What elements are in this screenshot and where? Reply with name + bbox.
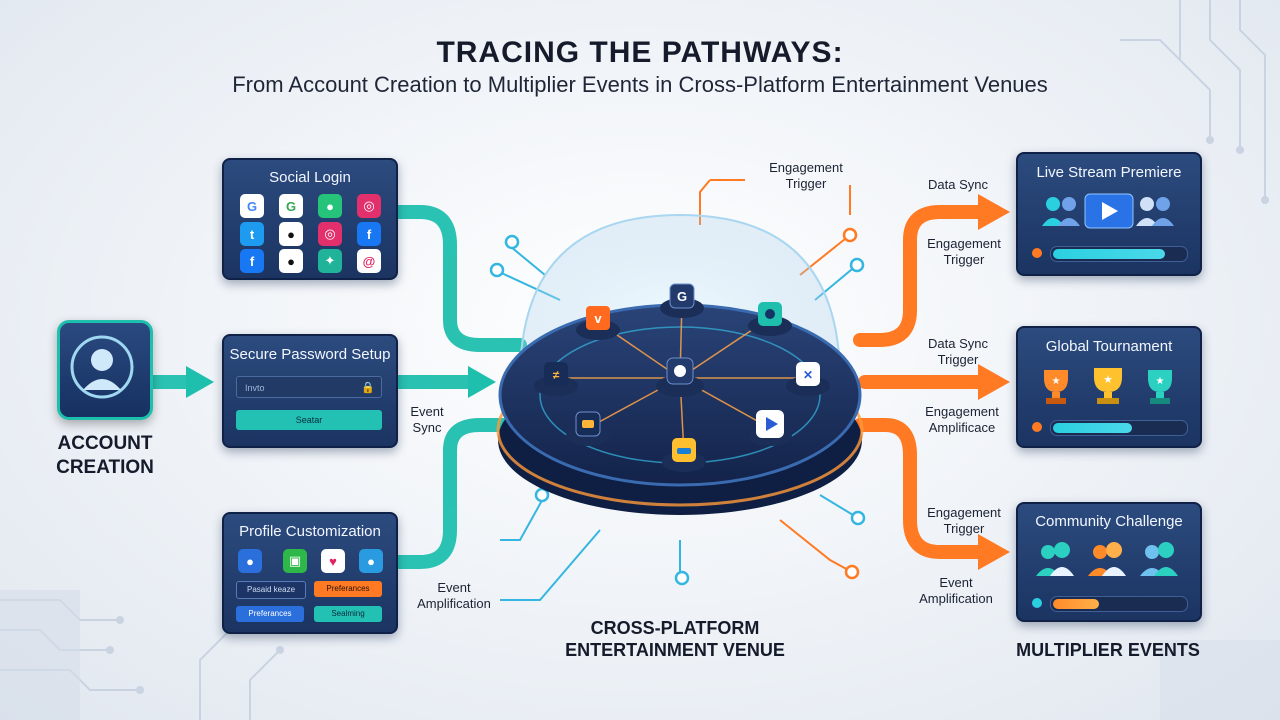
profile-heart-icon[interactable]: ♥ bbox=[321, 549, 345, 573]
profile-customization-panel: Profile Customization ● ▣ ♥ ● Pasaid kea… bbox=[222, 512, 398, 634]
community-status-icon bbox=[1032, 598, 1042, 608]
app-node-g: G bbox=[660, 283, 704, 318]
venue-label-line1: CROSS-PLATFORM bbox=[590, 618, 760, 638]
chat-icon[interactable]: ✦ bbox=[318, 249, 342, 273]
engagement-amplification-label: Engagement Amplificace bbox=[925, 404, 999, 435]
facebook-icon[interactable]: f bbox=[357, 222, 381, 246]
arrow-to-live-stream bbox=[978, 194, 1010, 230]
password-setup-title: Secure Password Setup bbox=[229, 346, 391, 363]
messaging-icon[interactable]: ● bbox=[318, 194, 342, 218]
connector-lines bbox=[494, 179, 859, 601]
profile-button-4[interactable]: Sealming bbox=[314, 606, 382, 622]
instagram-icon[interactable]: ◎ bbox=[318, 222, 342, 246]
engagement-trigger-top-label: Engagement Trigger bbox=[769, 160, 843, 191]
venue-label-line2: ENTERTAINMENT VENUE bbox=[565, 640, 785, 660]
page-subtitle: From Account Creation to Multiplier Even… bbox=[232, 72, 1048, 97]
instagram-icon[interactable]: ◎ bbox=[357, 194, 381, 218]
trophy-icons: ★ ★ ★ bbox=[1044, 368, 1172, 404]
group-icon-orange bbox=[1088, 542, 1126, 576]
orange-flows bbox=[853, 205, 992, 559]
apple-icon[interactable]: ● bbox=[279, 222, 303, 246]
password-setup-panel: Secure Password Setup Invto 🔒 Seatar bbox=[222, 334, 398, 448]
profile-avatar-icon[interactable]: ● bbox=[359, 549, 383, 573]
arrow-to-community bbox=[978, 534, 1010, 570]
live-stream-status-icon bbox=[1032, 248, 1042, 258]
app-node-center bbox=[656, 357, 704, 397]
live-stream-audience-icon bbox=[1042, 193, 1174, 229]
profile-button-2[interactable]: Preferances bbox=[314, 581, 382, 597]
group-icon-teal bbox=[1036, 542, 1074, 576]
live-stream-progress bbox=[1050, 246, 1188, 262]
community-group-icons bbox=[1036, 542, 1178, 576]
page-title: TRACING THE PATHWAYS: bbox=[436, 36, 844, 69]
profile-badge-icon[interactable]: ▣ bbox=[283, 549, 307, 573]
arrow-to-tournament bbox=[978, 364, 1010, 400]
tournament-progress-fill bbox=[1053, 423, 1133, 433]
google-icon[interactable]: G bbox=[279, 194, 303, 218]
tournament-progress bbox=[1050, 420, 1188, 436]
app-node-blue: ✕ bbox=[786, 362, 830, 396]
community-progress-fill bbox=[1053, 599, 1100, 609]
app-node-yellow: ≠ bbox=[534, 362, 578, 396]
facebook-icon[interactable]: f bbox=[240, 249, 264, 273]
tournament-title: Global Tournament bbox=[1045, 338, 1173, 355]
svg-text:★: ★ bbox=[1103, 374, 1113, 386]
password-submit-button[interactable]: Seatar bbox=[236, 410, 382, 430]
password-field[interactable]: Invto 🔒 bbox=[236, 376, 382, 398]
user-avatar-icon bbox=[70, 335, 134, 399]
connector-nodes bbox=[489, 227, 866, 586]
multiplier-events-label: MULTIPLIER EVENTS bbox=[1016, 640, 1200, 660]
profile-button-1[interactable]: Pasaid keaze bbox=[236, 581, 306, 599]
event-amplification-label-left: Event Amplification bbox=[417, 580, 491, 611]
profile-user-icon[interactable]: ● bbox=[238, 549, 262, 573]
live-stream-panel: Live Stream Premiere bbox=[1016, 152, 1202, 276]
app-node-dark bbox=[566, 411, 610, 446]
svg-text:v: v bbox=[594, 311, 602, 326]
live-stream-title: Live Stream Premiere bbox=[1036, 164, 1182, 181]
svg-text:★: ★ bbox=[1156, 376, 1165, 387]
svg-text:★: ★ bbox=[1052, 376, 1061, 387]
engagement-trigger-label-2: Engagement Trigger bbox=[927, 505, 1001, 536]
lock-icon: 🔒 bbox=[361, 382, 375, 394]
arrow-password-to-venue bbox=[468, 366, 496, 398]
profile-button-3[interactable]: Preferances bbox=[236, 606, 304, 622]
social-login-title: Social Login bbox=[269, 169, 351, 186]
app-node-teal bbox=[748, 302, 792, 336]
tournament-status-icon bbox=[1032, 422, 1042, 432]
svg-text:✕: ✕ bbox=[803, 368, 813, 382]
tournament-panel: Global Tournament ★ ★ ★ bbox=[1016, 326, 1202, 448]
password-field-text: Invto bbox=[245, 383, 265, 393]
group-icon-blue bbox=[1140, 542, 1178, 576]
app-nodes: v G ≠ ✕ bbox=[534, 283, 830, 472]
arrow-account-to-password bbox=[186, 366, 214, 398]
spiral-icon[interactable]: @ bbox=[357, 249, 381, 273]
community-progress bbox=[1050, 596, 1188, 612]
trophy-icon-teal: ★ bbox=[1148, 370, 1172, 404]
trophy-icon-gold: ★ bbox=[1094, 368, 1122, 404]
account-avatar-tile bbox=[57, 320, 153, 420]
app-node-gold bbox=[662, 438, 706, 472]
twitter-icon[interactable]: t bbox=[240, 222, 264, 246]
app-node-orange: v bbox=[576, 306, 620, 340]
live-stream-progress-fill bbox=[1053, 249, 1166, 259]
engagement-trigger-label-1: Engagement Trigger bbox=[927, 236, 1001, 267]
profile-customization-title: Profile Customization bbox=[239, 523, 381, 540]
trophy-icon-bronze: ★ bbox=[1044, 370, 1068, 404]
platform-network bbox=[556, 299, 808, 455]
social-login-panel: Social Login G G ● ◎ t ● ◎ f f ● ✦ @ bbox=[222, 158, 398, 280]
svg-text:≠: ≠ bbox=[553, 368, 560, 382]
data-sync-label: Data Sync bbox=[928, 177, 988, 192]
app-node-play bbox=[748, 410, 792, 446]
community-title: Community Challenge bbox=[1035, 513, 1183, 530]
apple-icon[interactable]: ● bbox=[279, 249, 303, 273]
data-sync-trigger-label: Data Sync Trigger bbox=[928, 336, 988, 367]
event-sync-label: Event Sync bbox=[410, 404, 444, 435]
community-panel: Community Challenge bbox=[1016, 502, 1202, 622]
google-icon[interactable]: G bbox=[240, 194, 264, 218]
account-creation-label: ACCOUNT CREATION bbox=[56, 433, 154, 478]
event-amplification-label-right: Event Amplification bbox=[919, 575, 993, 606]
svg-text:G: G bbox=[677, 289, 687, 304]
